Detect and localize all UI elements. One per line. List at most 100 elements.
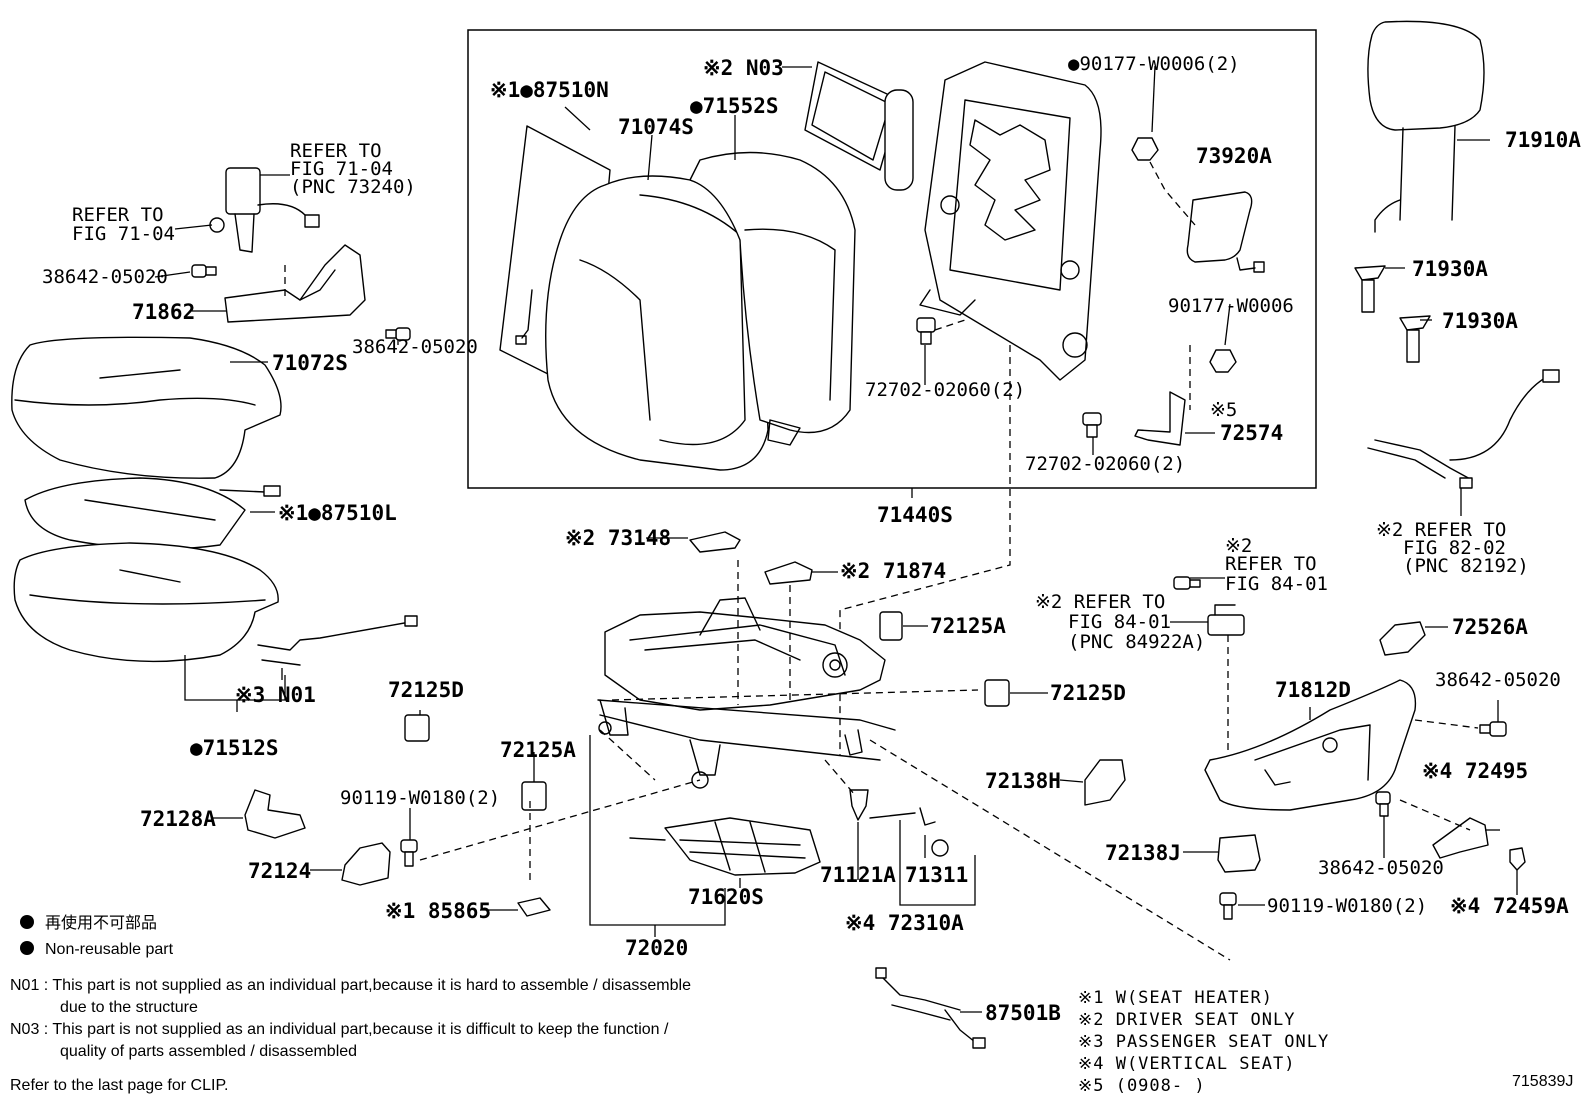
side-airbag-part	[1186, 191, 1265, 273]
label-38642-c: 38642-05020	[1435, 669, 1561, 691]
headrest-support-1	[1354, 265, 1386, 313]
seat-side-shield-part	[1204, 679, 1417, 811]
note-clip: Refer to the last page for CLIP.	[10, 1077, 229, 1094]
seatback-pad-part	[689, 151, 856, 446]
label-71930A-1: 71930A	[1412, 257, 1488, 281]
label-refer-7104a-line1: REFER TO	[290, 140, 382, 162]
label-refer-8401b-line1: ※2 REFER TO	[1035, 591, 1165, 613]
label-refer-8401b-line2: FIG 84-01	[1068, 611, 1171, 633]
label-72138J: 72138J	[1105, 841, 1181, 865]
clip-72125A-upper	[879, 611, 903, 641]
wire-harness-87501B	[875, 967, 986, 1049]
label-refer-8202-line1: ※2 REFER TO	[1376, 519, 1506, 541]
bolt-72702-lower	[1082, 412, 1102, 438]
bolt-90119-right	[1219, 892, 1237, 920]
label-72125A-upper: 72125A	[930, 614, 1006, 638]
label-refer-7104a-line2: FIG 71-04	[290, 158, 393, 180]
label-72125A-lower: 72125A	[500, 738, 576, 762]
label-87501B: 87501B	[985, 1001, 1061, 1025]
seatback-panel-part	[804, 61, 914, 191]
label-72495: ※4 72495	[1422, 759, 1528, 783]
label-87510N: ※1●87510N	[490, 78, 609, 102]
seatback-frame-part	[919, 61, 1102, 381]
label-71074S: 71074S	[618, 115, 694, 139]
label-71072S: 71072S	[272, 351, 348, 375]
cover-72138J	[1217, 834, 1261, 873]
label-85865: ※1 85865	[385, 899, 491, 923]
bolt-38642-a	[191, 264, 217, 278]
label-refer-8202-line3: (PNC 82192)	[1403, 555, 1529, 577]
label-72125D-left: 72125D	[388, 678, 464, 702]
label-90177-lower: 90177-W0006	[1168, 295, 1294, 317]
note-n01-line1: N01 : This part is not supplied as an in…	[10, 977, 691, 994]
label-refer-7104a-line3: (PNC 73240)	[290, 176, 416, 198]
label-refer-8401b-line3: (PNC 84922A)	[1068, 631, 1205, 653]
label-38642-b: 38642-05020	[352, 336, 478, 358]
headrest-support-2	[1399, 315, 1431, 363]
headrest-part	[1367, 20, 1485, 233]
label-71862: 71862	[132, 300, 195, 324]
knob-72526A	[1379, 621, 1426, 656]
label-90119-right: 90119-W0180(2)	[1267, 895, 1427, 917]
seat-cushion-shield-part	[224, 244, 366, 323]
link-pin-set	[869, 807, 949, 857]
occupant-sensor-N01	[257, 615, 418, 666]
label-73148: ※2 73148	[565, 526, 671, 550]
bolt-38642-d	[1375, 791, 1391, 817]
label-refer-8401a-line3: FIG 84-01	[1225, 573, 1328, 595]
seatback-cover-part	[545, 175, 769, 471]
label-87510L: ※1●87510L	[278, 501, 397, 525]
cover-71874	[764, 561, 813, 585]
link-71121A	[849, 789, 869, 821]
label-71910A: 71910A	[1505, 128, 1581, 152]
note-n01-line2: due to the structure	[60, 999, 198, 1016]
power-seat-switch-part	[1207, 604, 1245, 636]
nut-90177-lower	[1209, 349, 1237, 373]
bolt-90119-left	[400, 839, 418, 867]
label-72702-upper: 72702-02060(2)	[865, 379, 1025, 401]
seat-track-frame-part	[597, 597, 896, 789]
label-72310A: ※4 72310A	[845, 911, 964, 935]
figure-id: 715839J	[1512, 1073, 1573, 1090]
label-38642-d: 38642-05020	[1318, 857, 1444, 879]
clip-72125A-lower	[521, 781, 547, 811]
legend-3: ※3 PASSENGER SEAT ONLY	[1078, 1032, 1329, 1052]
label-71552S: ●71552S	[690, 94, 779, 118]
label-72526A: 72526A	[1452, 615, 1528, 639]
label-72020: 72020	[625, 936, 688, 960]
label-72459A: ※4 72459A	[1450, 894, 1569, 918]
seat-cushion-heater-part	[24, 477, 281, 550]
label-71121A: 71121A	[820, 863, 896, 887]
clip-72125D-right	[984, 679, 1010, 707]
lever-72495	[1432, 817, 1489, 859]
nonreusable-bullet-jp	[20, 915, 34, 929]
heater-connector-85865	[517, 897, 551, 917]
bolt-38642-c	[1479, 721, 1507, 737]
label-71512S: ●71512S	[190, 736, 279, 760]
label-90177-top: ●90177-W0006(2)	[1068, 53, 1240, 75]
label-refer-7104b-line2: FIG 71-04	[72, 223, 175, 245]
seat-cushion-pad-part	[13, 542, 279, 663]
label-71620S: 71620S	[688, 885, 764, 909]
label-refer-8401a-line2: REFER TO	[1225, 553, 1317, 575]
seatback-assembly-box	[467, 29, 1317, 489]
cover-73148	[689, 531, 741, 553]
label-72138H: 72138H	[985, 769, 1061, 793]
note-n03-line1: N03 : This part is not supplied as an in…	[10, 1021, 669, 1038]
label-refer-8401a-line1: ※2	[1225, 535, 1252, 557]
seat-spring-mat-part	[629, 817, 821, 876]
screw-84-01	[1173, 576, 1201, 590]
cover-72124	[341, 842, 391, 886]
label-90119-left: 90119-W0180(2)	[340, 787, 500, 809]
bolt-38642-b	[385, 327, 411, 341]
label-refer-7104b-line1: REFER TO	[72, 204, 164, 226]
label-71812D: 71812D	[1275, 678, 1351, 702]
note-nonreusable-en: Non-reusable part	[45, 941, 174, 958]
label-72125D-right: 72125D	[1050, 681, 1126, 705]
label-71311: 71311	[905, 863, 968, 887]
label-71440S: 71440S	[877, 503, 953, 527]
nut-90177-top	[1131, 137, 1159, 161]
label-72574-mark: ※5	[1210, 399, 1237, 421]
legend-5: ※5 (0908- )	[1078, 1076, 1206, 1096]
